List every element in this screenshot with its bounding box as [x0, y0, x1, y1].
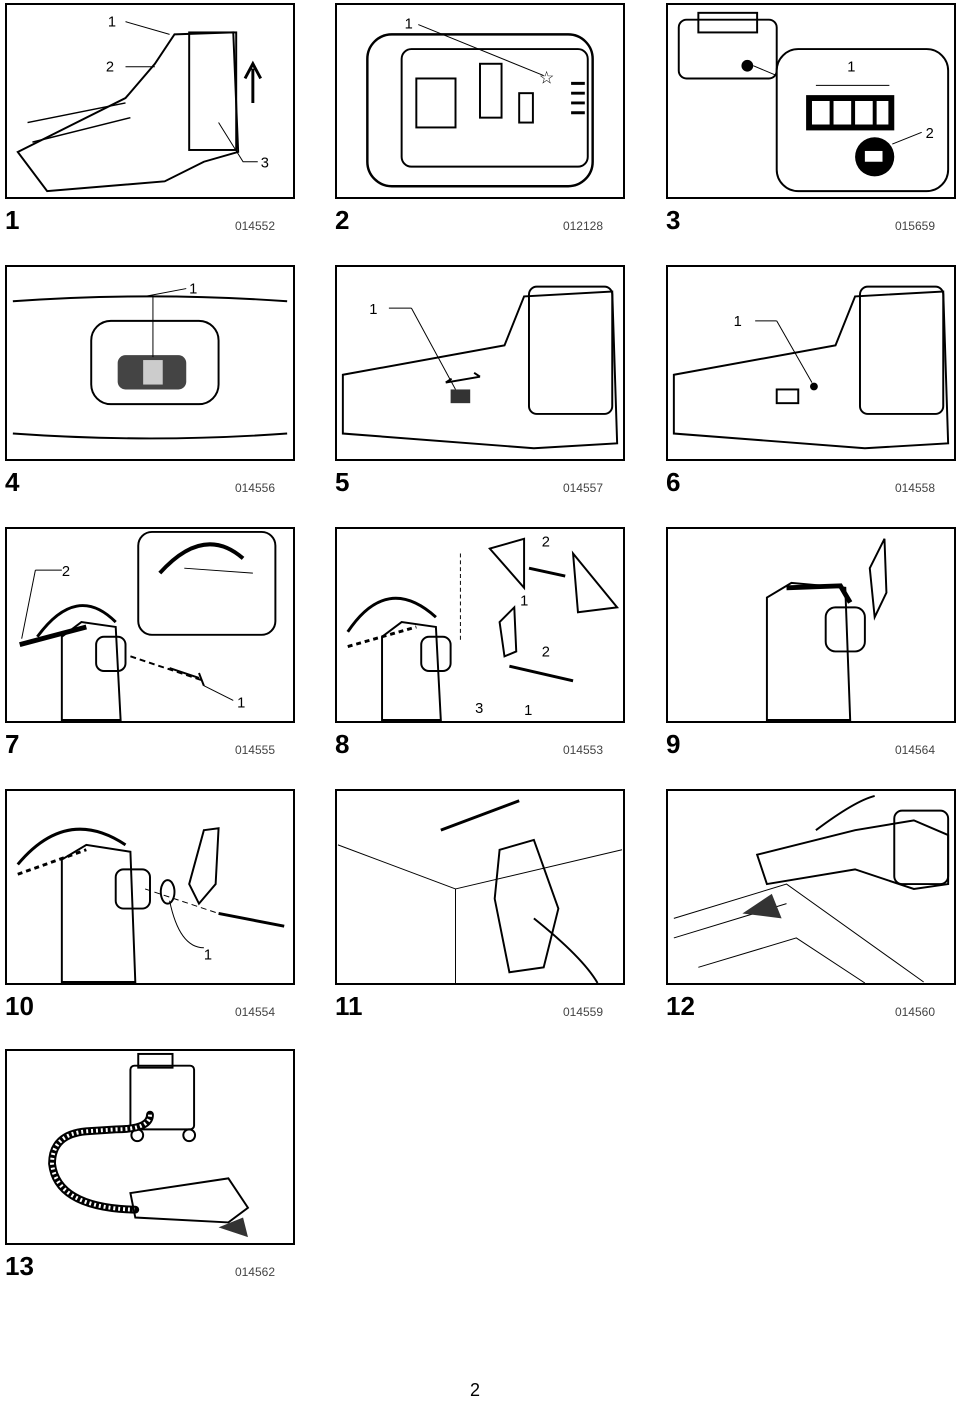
figure-9-code: 014564	[894, 743, 935, 757]
figure-6-code: 014558	[894, 481, 935, 495]
callout-2: 2	[106, 60, 114, 76]
figure-8-code: 014553	[562, 743, 603, 757]
figure-4-number: 4	[5, 467, 20, 497]
svg-text:☆: ☆	[539, 67, 555, 87]
figure-12-number: 12	[666, 991, 695, 1021]
figure-3-panel: 1 2	[666, 3, 956, 199]
figure-3-code: 015659	[894, 219, 935, 233]
figure-2-code: 012128	[562, 219, 603, 233]
figure-8-number: 8	[335, 729, 350, 759]
callout-3: 3	[475, 701, 483, 717]
figure-11-code: 014559	[562, 1005, 603, 1019]
figure-13-code: 014562	[234, 1265, 275, 1279]
figure-10-panel: 1	[5, 789, 295, 985]
callout-1: 1	[237, 695, 245, 711]
figure-1-code: 014552	[234, 219, 275, 233]
callout-1: 1	[369, 302, 377, 318]
callout-2: 2	[542, 644, 550, 660]
page-number: 2	[470, 1380, 481, 1400]
figure-12-panel	[666, 789, 956, 985]
figure-4-code: 014556	[234, 481, 275, 495]
callout-2: 2	[542, 535, 550, 551]
figure-10-number: 10	[5, 991, 34, 1021]
figure-11-panel	[335, 789, 625, 985]
callout-1: 1	[405, 17, 413, 33]
callout-2: 2	[62, 564, 70, 580]
callout-1: 1	[734, 314, 742, 330]
dust-extraction-illustration	[48, 1052, 250, 1238]
figure-1-panel: 1 2 3	[5, 3, 295, 199]
slide-switch-illustration: 1	[341, 285, 619, 450]
callout-1: 1	[524, 703, 532, 719]
plunge-cut-illustration	[337, 799, 623, 983]
figure-4-panel: 1	[5, 265, 295, 461]
figure-10-code: 014554	[234, 1005, 275, 1019]
figure-7-panel: 2 1	[5, 527, 295, 723]
blade-with-washer-illustration: 1	[16, 827, 285, 983]
callout-3: 3	[261, 156, 269, 172]
figure-9-panel	[666, 527, 956, 723]
callout-1: 1	[108, 15, 116, 31]
figure-6-panel: 1	[666, 265, 956, 461]
callout-1: 1	[204, 947, 212, 963]
figure-2-number: 2	[335, 205, 350, 235]
blade-mounted-illustration	[765, 538, 888, 721]
sanding-illustration	[673, 794, 950, 983]
callout-1: 1	[847, 60, 855, 76]
figure-12-code: 014560	[894, 1005, 935, 1019]
figure-5-code: 014557	[562, 481, 603, 495]
figure-8-panel: 2 1 2 3 1	[335, 527, 625, 723]
figure-6-number: 6	[666, 467, 681, 497]
figure-9-number: 9	[666, 729, 681, 759]
callout-1: 1	[189, 281, 197, 297]
callout-2: 2	[926, 126, 934, 142]
figure-1-number: 1	[5, 205, 20, 235]
lamp-button-illustration: 1	[672, 285, 950, 450]
battery-slot-illustration: ☆ 1	[366, 17, 594, 188]
figure-7-code: 014555	[234, 743, 275, 757]
figure-3-number: 3	[666, 205, 681, 235]
accessory-install-illustration: 2 1 2 3 1	[346, 535, 620, 721]
figure-13-panel	[5, 1049, 295, 1245]
battery-indicator-illustration: 1 2	[677, 11, 950, 193]
figure-7-number: 7	[5, 729, 20, 759]
figure-5-panel: 1	[335, 265, 625, 461]
figure-5-number: 5	[335, 467, 350, 497]
callout-1: 1	[520, 593, 528, 609]
figure-11-number: 11	[335, 991, 363, 1021]
figure-13-number: 13	[5, 1251, 34, 1281]
tool-battery-removal-illustration: 1 2 3	[16, 15, 269, 193]
switch-top-view-illustration: 1	[12, 281, 288, 440]
figure-2-panel: ☆ 1	[335, 3, 625, 199]
lever-release-illustration: 2 1	[19, 530, 277, 721]
